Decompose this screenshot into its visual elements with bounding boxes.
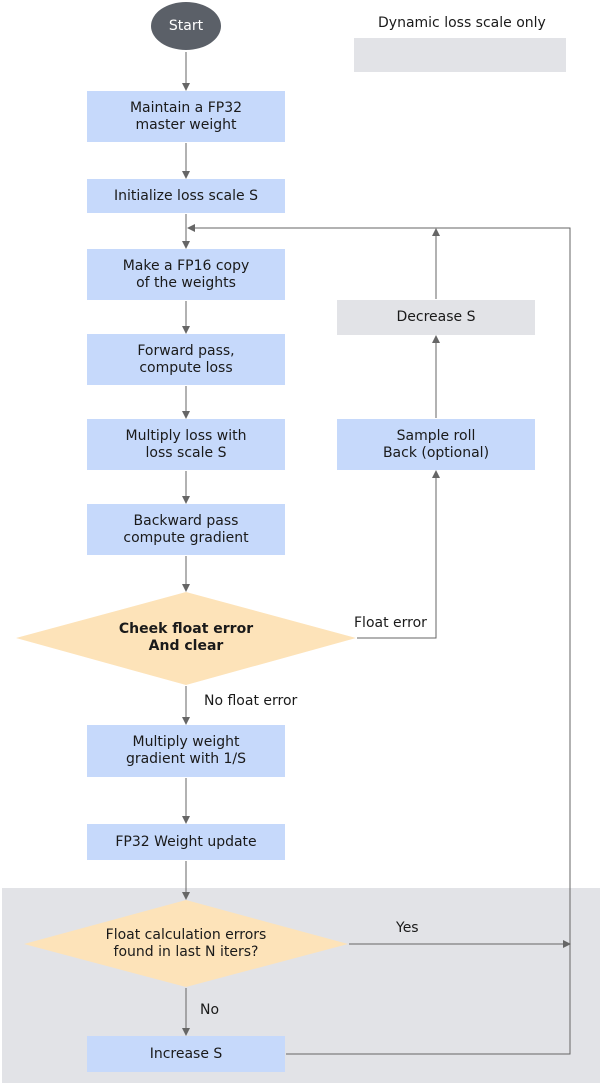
no-float-error-label: No float error [204, 693, 298, 709]
float-calc-errors-text: Float calculation errors found in last N… [105, 927, 267, 960]
multiply-loss-box: Multiply loss with loss scale S [87, 419, 285, 470]
decrease-s-box: Decrease S [337, 300, 535, 335]
start-node: Start [151, 2, 221, 50]
master-weight-box: Maintain a FP32 master weight [87, 91, 285, 142]
check-float-error-text: Cheek float error And clear [118, 621, 254, 654]
sample-rollback-box: Sample roll Back (optional) [337, 419, 535, 470]
loop-back-line [187, 224, 571, 1055]
multiply-weight-gradient-box: Multiply weight gradient with 1/S [87, 725, 285, 777]
check-float-error-diamond [16, 592, 356, 685]
forward-pass-box: Forward pass, compute loss [87, 334, 285, 385]
legend-swatch [354, 38, 566, 72]
init-loss-scale-box: Initialize loss scale S [87, 179, 285, 213]
float-calc-errors-diamond [24, 900, 348, 987]
increase-s-box: Increase S [87, 1036, 285, 1072]
fp16-copy-box: Make a FP16 copy of the weights [87, 249, 285, 300]
arrow-check-to-sample-rollback [357, 470, 440, 639]
legend-label: Dynamic loss scale only [378, 15, 546, 31]
fp32-update-box: FP32 Weight update [87, 824, 285, 860]
yes-label: Yes [396, 920, 419, 936]
backward-pass-box: Backward pass compute gradient [87, 504, 285, 555]
float-error-label: Float error [354, 615, 427, 631]
no-label: No [200, 1002, 220, 1018]
